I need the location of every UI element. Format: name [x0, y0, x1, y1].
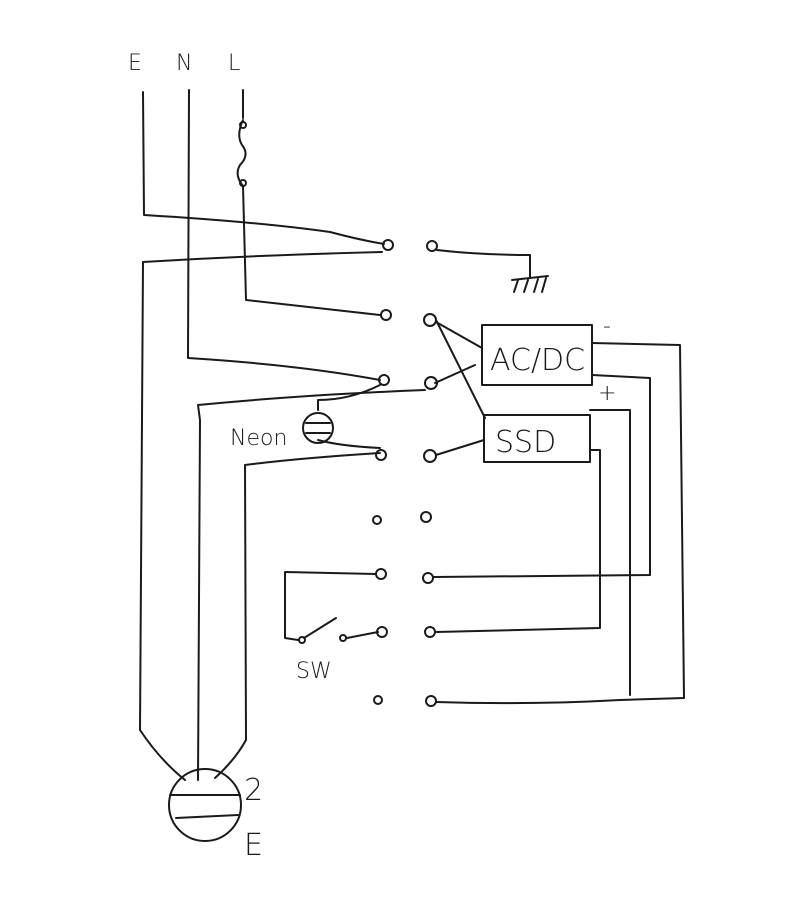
label-motor-e: E — [244, 828, 263, 863]
motor-live-wire — [214, 452, 381, 779]
label-neutral: N — [176, 51, 192, 76]
motor-icon — [168, 768, 242, 842]
label-neon: Neon — [230, 426, 287, 451]
label-switch: SW — [296, 659, 332, 684]
fuse-icon — [236, 119, 247, 187]
live-wire — [242, 89, 381, 316]
acdc-input-wires — [434, 321, 483, 384]
ground-wire — [436, 249, 531, 279]
switch-icon — [303, 617, 337, 639]
label-earth: E — [128, 51, 142, 76]
label-live: L — [228, 51, 240, 76]
terminal-block-right — [420, 240, 438, 707]
switch-terminal — [339, 634, 347, 642]
neon-lamp-icon — [302, 412, 334, 444]
neutral-wire — [187, 89, 381, 381]
label-ssd: SSD — [495, 425, 556, 460]
neon-electrodes — [305, 422, 331, 434]
ssd-output-wire — [435, 449, 601, 633]
terminal-block-left — [372, 239, 394, 705]
switch-terminal — [298, 636, 306, 644]
neon-wire — [317, 384, 381, 449]
fuse-terminal — [239, 121, 247, 129]
earth-wire — [142, 91, 385, 245]
motor-earth-wire — [139, 251, 383, 781]
acdc-minus-wire — [435, 342, 685, 705]
ssd-control-wire — [589, 409, 631, 696]
acdc-plus-wire — [433, 374, 651, 578]
motor-neutral-wire — [197, 389, 426, 781]
fuse-terminal — [239, 179, 247, 187]
label-acdc: AC/DC — [490, 343, 585, 378]
label-acdc-plus: + — [598, 381, 616, 406]
ssd-wires — [435, 319, 486, 456]
label-acdc-minus: - — [603, 314, 611, 339]
acdc-module — [481, 324, 593, 386]
ground-symbol-icon — [511, 275, 549, 293]
ssd-relay — [483, 414, 591, 463]
label-motor-2: 2 — [244, 773, 263, 808]
switch-wire — [284, 571, 379, 641]
